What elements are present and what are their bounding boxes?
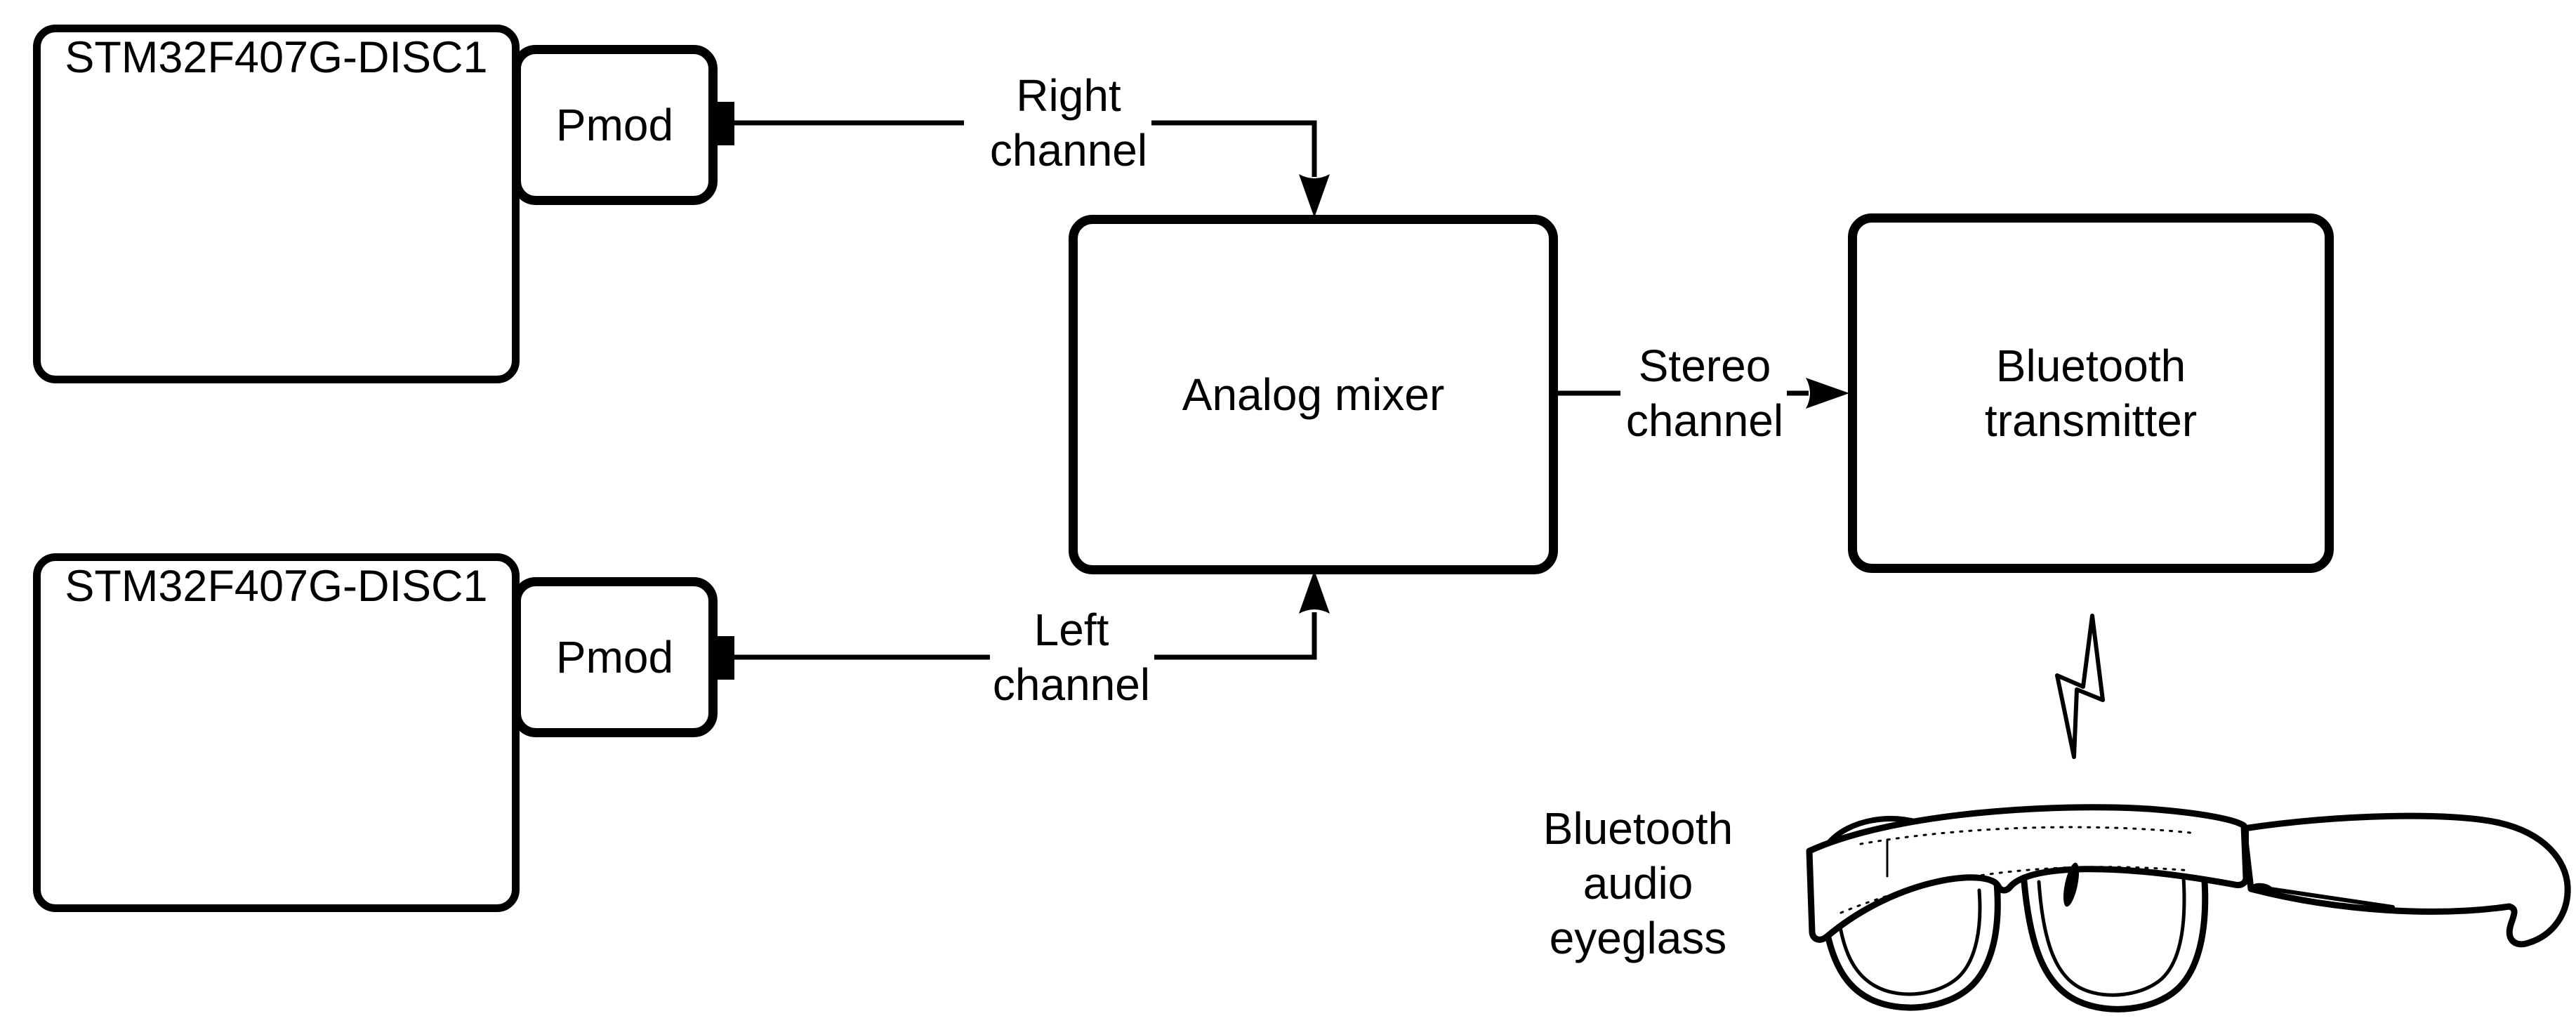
arrowhead-up-icon	[1299, 570, 1330, 614]
left-channel-label-line1: Left	[1033, 605, 1109, 655]
board2-pmod-box: Pmod	[512, 577, 718, 737]
analog-mixer-box: Analog mixer	[1069, 215, 1558, 574]
stereo-channel-label-line2: channel	[1625, 395, 1784, 446]
lightning-bolt-icon	[2055, 614, 2105, 759]
bluetooth-transmitter-box: Bluetooth transmitter	[1848, 213, 2334, 573]
right-channel-label-line2: channel	[989, 125, 1148, 176]
arrowhead-down-icon	[1299, 174, 1330, 218]
board1-pmod-label: Pmod	[555, 100, 674, 150]
board1-title: STM32F407G-DISC1	[65, 33, 488, 82]
left-channel-label-line2: channel	[992, 659, 1151, 710]
right-channel-wire	[734, 120, 1330, 218]
eyeglass-caption: Bluetooth audio eyeglass	[1491, 801, 1785, 965]
eyeglass-caption-line3: eyeglass	[1549, 913, 1727, 963]
arrowhead-right-icon	[1806, 378, 1849, 409]
stereo-channel-wire	[1558, 378, 1849, 409]
analog-mixer-label: Analog mixer	[1182, 369, 1445, 420]
eyeglass-caption-line1: Bluetooth	[1543, 803, 1733, 854]
board1-connector-nub	[718, 102, 734, 145]
board2-connector-nub	[718, 636, 734, 680]
board1-pmod-box: Pmod	[512, 45, 718, 205]
transmitter-label-line2: transmitter	[1984, 395, 2198, 446]
right-channel-label-line1: Right	[1016, 70, 1121, 121]
board2-pmod-label: Pmod	[555, 632, 674, 682]
stereo-channel-label-line1: Stereo	[1638, 341, 1771, 391]
eyeglasses-illustration	[1806, 804, 2571, 1012]
eyeglass-caption-line2: audio	[1583, 858, 1693, 909]
board1-box: STM32F407G-DISC1	[33, 25, 520, 383]
board2-box: STM32F407G-DISC1	[33, 553, 520, 912]
transmitter-label-line1: Bluetooth	[1995, 341, 2186, 391]
board2-title: STM32F407G-DISC1	[65, 562, 488, 611]
left-channel-wire	[734, 570, 1330, 660]
